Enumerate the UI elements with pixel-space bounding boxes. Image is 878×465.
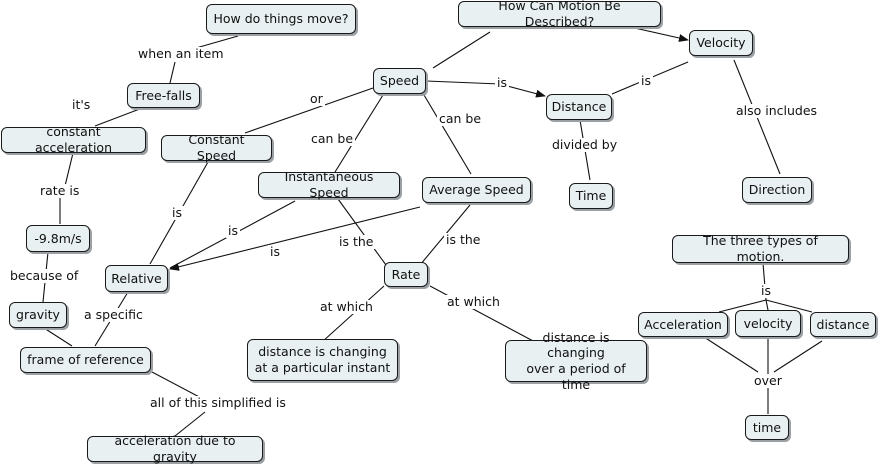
node-rate[interactable]: Rate	[384, 262, 428, 287]
link-label-is-instant: is	[226, 223, 240, 238]
node-how-motion-described[interactable]: How Can Motion Be Described?	[458, 0, 661, 29]
node-acceleration[interactable]: Acceleration	[638, 312, 728, 337]
node-gravity[interactable]: gravity	[9, 302, 67, 328]
link-label-over: over	[752, 373, 784, 388]
link-label-is-the-average: is the	[444, 232, 483, 247]
link-label-is-velocity: is	[639, 73, 653, 88]
node-distance-type[interactable]: distance	[810, 312, 876, 337]
node-time[interactable]: Time	[569, 183, 613, 209]
link-label-its: it's	[70, 97, 93, 112]
node-how-do-things-move[interactable]: How do things move?	[206, 4, 356, 34]
node-direction[interactable]: Direction	[742, 177, 812, 203]
node-free-falls[interactable]: Free-falls	[127, 83, 200, 108]
link-label-rate-is: rate is	[38, 183, 82, 198]
link-label-can-be-instant: can be	[309, 131, 356, 146]
link-label-when-an-item: when an item	[136, 46, 226, 61]
link-label-at-which-instant: at which	[318, 299, 375, 314]
link-label-divided-by: divided by	[550, 137, 620, 152]
node-velocity[interactable]: Velocity	[689, 30, 753, 56]
link-label-is-constant: is	[170, 205, 184, 220]
node-frame-of-reference[interactable]: frame of reference	[20, 347, 151, 373]
node-three-types-of-motion[interactable]: The three types of motion.	[672, 233, 849, 264]
link-label-is-distance: is	[495, 75, 509, 90]
link-label-also-includes: also includes	[734, 103, 820, 118]
link-label-is-average: is	[268, 244, 282, 259]
node-constant-speed[interactable]: Constant Speed	[161, 132, 272, 163]
link-label-at-which-period: at which	[445, 294, 502, 309]
node-instantaneous-speed[interactable]: Instantaneous Speed	[258, 169, 400, 200]
node-g-value[interactable]: -9.8m/s	[26, 225, 90, 252]
node-acceleration-due-to-gravity[interactable]: acceleration due to gravity	[87, 433, 263, 464]
link-label-a-specific: a specific	[82, 307, 145, 322]
node-velocity-type[interactable]: velocity	[735, 310, 801, 337]
node-distance[interactable]: Distance	[546, 94, 612, 120]
link-label-all-simplified: all of this simplified is	[148, 395, 288, 410]
node-relative[interactable]: Relative	[105, 265, 168, 292]
node-distance-period[interactable]: distance is changing over a period of ti…	[505, 330, 647, 392]
node-speed[interactable]: Speed	[373, 68, 426, 94]
node-distance-instant[interactable]: distance is changing at a particular ins…	[247, 339, 398, 381]
node-time-type[interactable]: time	[745, 415, 789, 440]
link-label-or: or	[308, 91, 325, 106]
link-label-is-types: is	[759, 283, 773, 298]
link-label-is-the-instant: is the	[337, 234, 376, 249]
node-average-speed[interactable]: Average Speed	[422, 177, 531, 203]
link-label-can-be-average: can be	[437, 111, 484, 126]
node-constant-acceleration[interactable]: constant acceleration	[1, 124, 146, 155]
link-label-because-of: because of	[8, 268, 81, 283]
